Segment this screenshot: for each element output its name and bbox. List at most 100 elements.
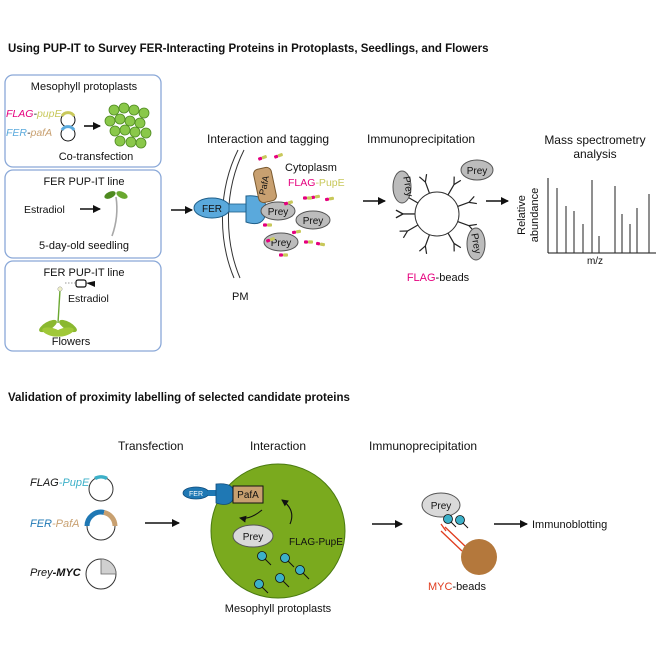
box2-treatment: Estradiol	[24, 204, 65, 216]
interaction-tagging-section: Interaction and tagging PM FER PafA Prey…	[193, 132, 345, 303]
immunoblotting-label: Immunoblotting	[532, 519, 607, 531]
svg-text:Prey: Prey	[467, 166, 488, 177]
box-mesophyll-protoplasts: Mesophyll protoplasts FLAG-pupE FER-pafA…	[4, 74, 162, 168]
antibody-icon	[447, 176, 462, 196]
interaction-section-bottom: Interaction FER PafA Prey FLAG-PupE Meso…	[182, 439, 346, 615]
flag-pupe-tag-icon	[263, 223, 272, 227]
plasmid-icon	[60, 125, 76, 142]
flag-pupe-tag-icon	[324, 196, 335, 202]
myc-bead	[461, 539, 497, 575]
pupe-tag-group	[257, 153, 335, 257]
plasmid-icon	[60, 111, 76, 128]
top-panel-title: Using PUP-IT to Survey FER-Interacting P…	[8, 43, 489, 55]
pupe-tag-icon	[275, 573, 290, 588]
fer-kinase-domain	[215, 483, 235, 505]
cytoplasm-label: Cytoplasm	[285, 162, 337, 174]
ip-section-top: Immunoprecipitation Prey Prey Prey FLAG-…	[367, 132, 494, 284]
ms-ylabel-1: Relative	[516, 195, 528, 235]
pupe-tag-icon	[280, 553, 295, 568]
plasma-membrane	[228, 149, 245, 279]
prey-protein	[260, 201, 296, 221]
flag-pupe-tag-icon	[303, 196, 312, 200]
prey-protein	[232, 524, 274, 548]
svg-text:Prey: Prey	[468, 232, 482, 254]
box3-caption: Flowers	[52, 336, 91, 348]
box1-flag-pupe-label: FLAG-pupE	[6, 108, 62, 120]
ip-heading-top: Immunoprecipitation	[367, 132, 475, 146]
prey-protein	[421, 492, 461, 518]
flag-beads-label: FLAG-beads	[407, 272, 470, 284]
pm-label: PM	[232, 291, 249, 303]
flowering-plant-icon	[39, 286, 77, 337]
ms-ylabel-2: abundance	[529, 188, 541, 242]
prey-protein	[392, 170, 412, 204]
flag-pupe-tag-icon	[304, 240, 313, 244]
box1-caption: Co-transfection	[59, 151, 134, 163]
svg-text:Prey: Prey	[243, 532, 264, 543]
flag-bead-antibodies	[395, 174, 477, 254]
ip-heading-bottom: Immunoprecipitation	[369, 439, 477, 453]
antibody-icon	[418, 234, 431, 254]
flag-bead	[414, 191, 460, 237]
prey-protein	[295, 210, 331, 230]
mass-spec-section: Mass spectrometry analysis Relative abun…	[516, 133, 656, 267]
protoplast-cluster-icon	[104, 102, 152, 149]
pupe-tag-group	[254, 551, 310, 594]
ms-spectrum-peaks	[556, 180, 650, 253]
antibody-icon	[447, 232, 462, 252]
seedling-icon	[104, 191, 128, 237]
svg-text:Prey: Prey	[268, 207, 289, 218]
ms-heading-2: analysis	[573, 147, 616, 161]
plasmid-flag-pupe-icon	[88, 475, 114, 502]
myc-antibody-icon	[440, 523, 467, 552]
antibody-icon	[457, 195, 477, 208]
pafa-enzyme	[232, 485, 264, 504]
flag-pupe-tag-icon	[257, 155, 267, 161]
ms-xlabel: m/z	[587, 256, 603, 267]
pupe-tag-icon	[254, 579, 269, 594]
pupe-tag-icon	[257, 551, 272, 566]
flag-pupe-tag-icon	[283, 200, 294, 206]
tagging-arrow-icon	[239, 509, 263, 523]
svg-text:Prey: Prey	[400, 175, 414, 197]
pupe-tag-icon	[443, 514, 457, 528]
mesophyll-protoplasts-caption: Mesophyll protoplasts	[225, 603, 332, 615]
flag-pupe-tag-icon	[273, 153, 283, 159]
box3-treatment: Estradiol	[68, 293, 109, 305]
bottom-panel-title: Validation of proximity labelling of sel…	[8, 392, 350, 404]
plasmid-fer-pafa-icon	[84, 509, 118, 541]
pafa-label: PafA	[257, 175, 271, 196]
prey-protein	[466, 227, 486, 261]
box-seedling: FER PUP-IT line Estradiol 5-day-old seed…	[4, 169, 162, 259]
svg-text:PafA: PafA	[237, 490, 259, 501]
myc-beads-label: MYC-beads	[428, 581, 487, 593]
spray-bottle-icon	[65, 279, 95, 288]
antibody-icon	[395, 209, 416, 219]
ip-section-bottom: Immunoprecipitation Prey MYC-beads	[369, 439, 497, 593]
plasmid3-label: Prey-MYC	[30, 567, 82, 579]
interaction-heading: Interaction and tagging	[207, 132, 329, 146]
svg-text:FER: FER	[189, 491, 203, 498]
plasmid-prey-myc-icon	[85, 558, 117, 590]
svg-text:Prey: Prey	[303, 216, 324, 227]
box2-caption: 5-day-old seedling	[39, 240, 129, 252]
prey-protein	[460, 159, 494, 181]
transfection-heading: Transfection	[118, 439, 184, 453]
ms-heading-1: Mass spectrometry	[544, 133, 645, 147]
svg-text:Prey: Prey	[431, 501, 452, 512]
plasmid1-label: FLAG-PupE	[30, 477, 90, 489]
transfection-section: Transfection FLAG-PupE FER-PafA Prey-MYC	[30, 439, 184, 590]
box3-title: FER PUP-IT line	[43, 267, 124, 279]
flag-pupe-label: FLAG-PupE	[288, 177, 345, 189]
antibody-icon	[418, 174, 431, 194]
pupe-tag-icon	[295, 565, 310, 580]
flag-pupe-tag-icon	[310, 194, 321, 200]
box2-title: FER PUP-IT line	[43, 176, 124, 188]
box1-title: Mesophyll protoplasts	[31, 81, 138, 93]
fer-label: FER	[202, 204, 222, 215]
flag-pupe-tag-icon	[279, 253, 288, 257]
flag-pupe-tag-icon	[291, 229, 302, 235]
box-flowers: FER PUP-IT line Estradiol Flowers	[4, 260, 162, 352]
antibody-icon	[399, 224, 419, 239]
